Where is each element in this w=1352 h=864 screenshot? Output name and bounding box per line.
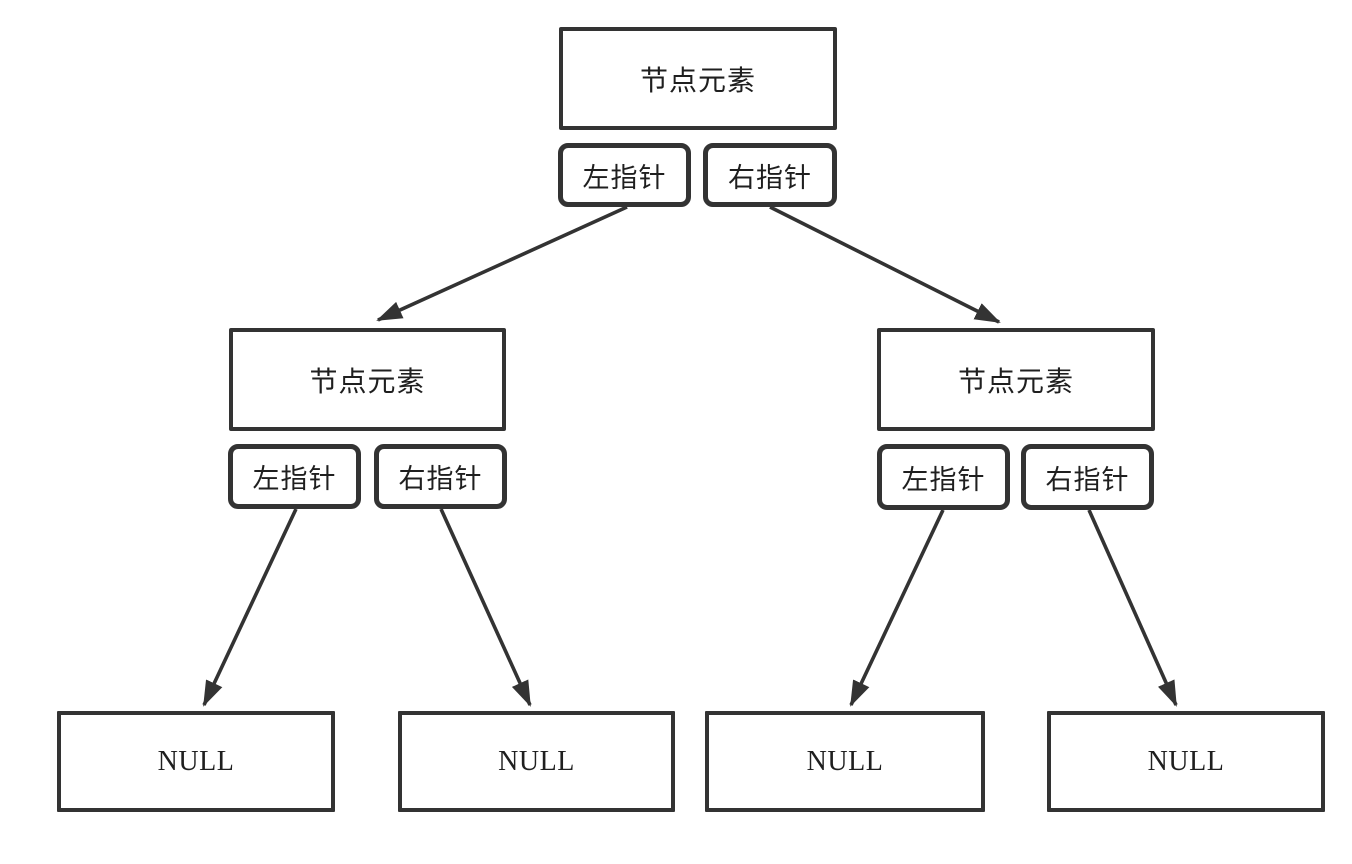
right-child-left-pointer-label: 左指针 [901, 464, 986, 495]
root-left-pointer-box: 左指针 [558, 143, 691, 207]
root-node-element-label: 节点元素 [639, 65, 756, 97]
null-leaf-label-2: NULL [498, 745, 575, 777]
left-child-right-pointer-box: 右指针 [374, 444, 507, 509]
right-child-right-pointer-label: 右指针 [1045, 464, 1130, 495]
right-child-left-pointer-box: 左指针 [877, 444, 1010, 510]
root-right-pointer-box: 右指针 [703, 143, 837, 207]
null-leaf-label-3: NULL [806, 745, 884, 777]
right-child-node-element-box: 节点元素 [877, 328, 1155, 431]
arrow-root-left-to-left-child [376, 205, 628, 322]
null-leaf-box-4: NULL [1047, 711, 1325, 812]
arrow-right-child-left-to-null [849, 509, 945, 707]
arrow-right-child-right-to-null [1087, 509, 1178, 707]
null-leaf-label-4: NULL [1147, 745, 1225, 777]
arrow-left-child-right-to-null [439, 508, 532, 707]
root-left-pointer-label: 左指针 [582, 162, 667, 193]
null-leaf-box-2: NULL [398, 711, 675, 812]
root-right-pointer-label: 右指针 [728, 162, 812, 193]
left-child-node-element-box: 节点元素 [229, 328, 506, 431]
root-node-element-box: 节点元素 [559, 27, 837, 130]
left-child-right-pointer-label: 右指针 [398, 464, 483, 494]
null-leaf-label-1: NULL [157, 745, 235, 777]
right-child-node-element-label: 节点元素 [957, 366, 1074, 398]
null-leaf-box-3: NULL [705, 711, 985, 812]
left-child-node-element-label: 节点元素 [309, 366, 426, 398]
left-child-left-pointer-box: 左指针 [228, 444, 361, 509]
null-leaf-box-1: NULL [57, 711, 335, 812]
arrow-left-child-left-to-null [202, 508, 298, 707]
arrow-root-right-to-right-child [769, 205, 1001, 324]
right-child-right-pointer-box: 右指针 [1021, 444, 1154, 510]
left-child-left-pointer-label: 左指针 [252, 464, 337, 494]
